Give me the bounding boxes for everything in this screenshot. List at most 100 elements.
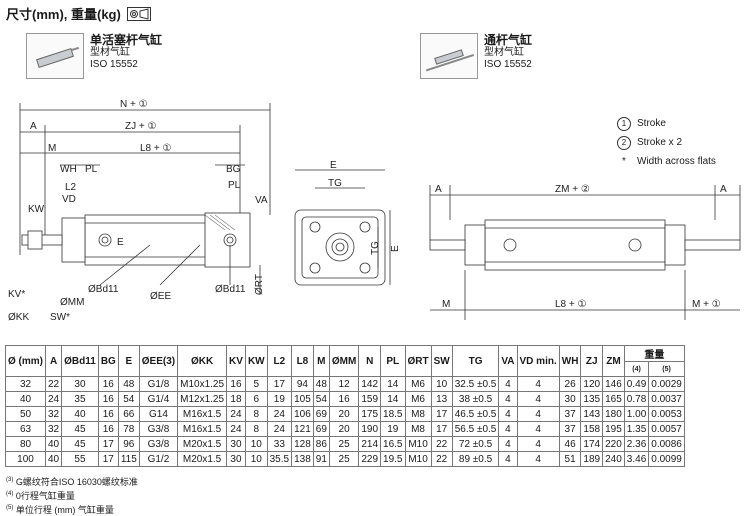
footnote: (4) 0行程气缸重量 bbox=[6, 491, 75, 501]
dim-oee: ØEE bbox=[150, 291, 171, 302]
table-cell: 38 ±0.5 bbox=[451, 391, 500, 407]
table-cell: 32 bbox=[5, 376, 46, 392]
table-cell: 56.5 ±0.5 bbox=[451, 421, 500, 437]
table-cell: 20 bbox=[328, 421, 360, 437]
dim-l8-through: L8 + ① bbox=[555, 299, 587, 310]
table-cell: 17 bbox=[97, 451, 119, 467]
table-header-cell: M bbox=[312, 345, 330, 377]
table-cell: 94 bbox=[291, 376, 314, 392]
table-cell: 32 bbox=[44, 421, 63, 437]
table-cell: 66 bbox=[117, 406, 140, 422]
table-cell: 159 bbox=[358, 391, 382, 407]
table-cell: 13 bbox=[430, 391, 453, 407]
table-cell: M6 bbox=[404, 391, 432, 407]
table-cell: 0.0029 bbox=[648, 376, 685, 392]
single-rod-drawing: N + ① A ZJ + ① M L8 + ① WH PL BG PL L2 V… bbox=[8, 99, 271, 323]
table-cell: 4 bbox=[516, 376, 560, 392]
table-cell: 25 bbox=[328, 436, 360, 452]
table-cell: M16x1.5 bbox=[177, 421, 228, 437]
dim-omm: ØMM bbox=[60, 297, 84, 308]
table-cell: 4 bbox=[516, 451, 560, 467]
circle-two-icon: 2 bbox=[617, 135, 631, 150]
table-cell: 1.35 bbox=[623, 421, 650, 437]
table-cell: G1/2 bbox=[138, 451, 179, 467]
table-cell: 22 bbox=[430, 436, 453, 452]
table-cell: 195 bbox=[602, 421, 625, 437]
table-cell: 0.49 bbox=[623, 376, 650, 392]
dim-kv: KV* bbox=[8, 289, 25, 300]
table-cell: 142 bbox=[358, 376, 382, 392]
table-cell: G1/8 bbox=[138, 376, 179, 392]
table-cell: G14 bbox=[138, 406, 179, 422]
table-cell: 55 bbox=[61, 451, 99, 467]
table-cell: 120 bbox=[580, 376, 604, 392]
cylinder-photo-icon bbox=[26, 33, 84, 79]
dim-ort: ØRT bbox=[254, 274, 265, 295]
dim-e-end: E bbox=[330, 160, 337, 171]
table-cell: 17 bbox=[430, 406, 453, 422]
table-cell: 69 bbox=[312, 406, 330, 422]
table-cell: 0.0053 bbox=[648, 406, 685, 422]
table-cell: 18.5 bbox=[380, 406, 406, 422]
table-cell: 2.36 bbox=[623, 436, 650, 452]
table-cell: 18 bbox=[226, 391, 246, 407]
table-cell: 40 bbox=[44, 451, 63, 467]
table-cell: M10x1.25 bbox=[177, 376, 228, 392]
table-cell: 22 bbox=[430, 451, 453, 467]
table-cell: 10 bbox=[430, 376, 453, 392]
page-title: 尺寸(mm), 重量(kg) bbox=[6, 4, 151, 23]
table-cell: 54 bbox=[312, 391, 330, 407]
table-cell: 115 bbox=[117, 451, 140, 467]
dim-vd: VD bbox=[62, 194, 76, 205]
product-through-rod: 通杆气缸 型材气缸 ISO 15552 bbox=[420, 33, 532, 79]
table-header-cell: L8 bbox=[291, 345, 314, 377]
table-cell: 220 bbox=[602, 436, 625, 452]
table-cell: 3.46 bbox=[623, 451, 650, 467]
table-cell: G1/4 bbox=[138, 391, 179, 407]
dim-m-right: M + ① bbox=[692, 299, 721, 310]
table-header-weight-sub: (5) bbox=[648, 361, 685, 377]
table-cell: 4 bbox=[498, 421, 518, 437]
table-cell: 174 bbox=[580, 436, 604, 452]
dim-ob: ØBd11 bbox=[88, 284, 119, 295]
table-header-cell: KV bbox=[226, 345, 246, 377]
cylinder-photo-icon bbox=[420, 33, 478, 79]
product-name: 单活塞杆气缸 bbox=[90, 33, 163, 47]
table-cell: M6 bbox=[404, 376, 432, 392]
table-cell: 30 bbox=[226, 436, 246, 452]
table-cell: 10 bbox=[244, 451, 268, 467]
projection-symbol-icon bbox=[126, 6, 151, 21]
table-cell: 165 bbox=[602, 391, 625, 407]
table-cell: 30 bbox=[558, 391, 582, 407]
table-cell: 24 bbox=[266, 406, 293, 422]
table-cell: M8 bbox=[404, 406, 432, 422]
table-cell: 229 bbox=[358, 451, 382, 467]
dim-okk: ØKK bbox=[8, 312, 29, 323]
table-cell: 24 bbox=[226, 421, 246, 437]
dim-ob2: ØBd11 bbox=[215, 284, 246, 295]
table-cell: 4 bbox=[498, 436, 518, 452]
table-cell: G3/8 bbox=[138, 436, 179, 452]
dim-e-vert: E bbox=[390, 245, 401, 252]
dim-m-left: M bbox=[442, 299, 450, 310]
table-cell: 12 bbox=[328, 376, 360, 392]
table-cell: G3/8 bbox=[138, 421, 179, 437]
table-cell: 128 bbox=[291, 436, 314, 452]
product-name: 通杆气缸 bbox=[484, 33, 533, 47]
table-cell: 45 bbox=[61, 436, 99, 452]
table-cell: 25 bbox=[328, 451, 360, 467]
dim-wh: WH bbox=[60, 164, 77, 175]
dim-bg: BG bbox=[226, 164, 241, 175]
table-cell: 180 bbox=[602, 406, 625, 422]
legend-item: *Width across flats bbox=[617, 152, 716, 171]
table-cell: M20x1.5 bbox=[177, 436, 228, 452]
table-header-cell: ZJ bbox=[580, 345, 604, 377]
table-cell: 16 bbox=[328, 391, 360, 407]
table-cell: 16.5 bbox=[380, 436, 406, 452]
